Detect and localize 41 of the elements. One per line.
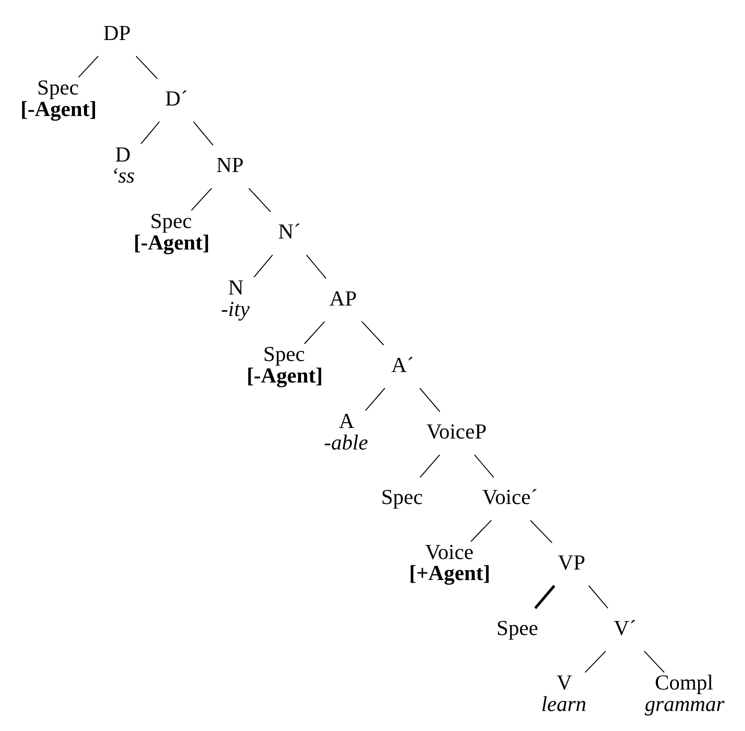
connector (644, 650, 665, 673)
connector (420, 454, 440, 478)
connector (588, 585, 608, 609)
connector (534, 584, 556, 610)
node-text: Voice´ (482, 485, 538, 510)
node-text: V´ (614, 616, 636, 640)
node-text: D´ (165, 86, 188, 110)
connector (140, 121, 160, 144)
connector (365, 388, 386, 411)
connector (474, 454, 494, 478)
node-text: V learn (541, 670, 586, 716)
node-text: A´ (391, 352, 414, 377)
node-text: AP (329, 286, 357, 310)
node-text: Spec [-Agent] (134, 208, 210, 254)
node-text: Compl grammar (644, 670, 724, 716)
node-text: Spec (381, 485, 423, 510)
connector (584, 650, 606, 673)
connector (192, 121, 214, 146)
node-text: D ‘ss (110, 142, 135, 188)
connector (470, 520, 492, 542)
node-text: A -able (324, 408, 368, 454)
connector (78, 56, 99, 78)
node-text: DP (103, 20, 131, 45)
connector (419, 388, 440, 412)
connector (190, 188, 212, 211)
connector (248, 188, 272, 212)
connector (361, 321, 384, 346)
connector (136, 56, 158, 80)
node-text: Spec [-Agent] (246, 342, 323, 388)
node-text: NP (216, 152, 244, 177)
node-text: Spec [-Agent] (20, 76, 97, 122)
node-text: Voice [+Agent] (409, 540, 490, 586)
node-text: VoiceP (426, 420, 487, 444)
node-text: N -ity (221, 276, 250, 321)
connector (530, 520, 553, 544)
node-text: VP (558, 550, 586, 574)
node-text: N´ (278, 220, 301, 244)
connector (304, 321, 326, 344)
connector (306, 254, 326, 279)
node-text: Spee (496, 616, 538, 640)
connector (254, 254, 274, 278)
